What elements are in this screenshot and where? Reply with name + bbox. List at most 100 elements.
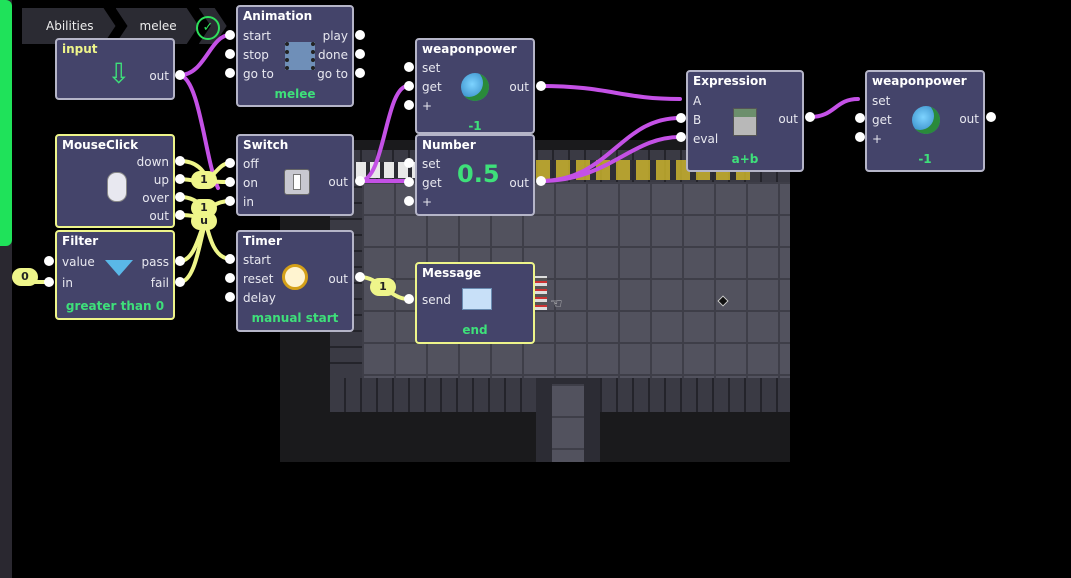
wire-weaponpower-a — [538, 84, 682, 101]
port-filter-fail[interactable] — [175, 277, 185, 287]
port-label-off: off — [243, 157, 259, 171]
port-label-plus: + — [872, 132, 883, 146]
node-title: weaponpower — [422, 42, 517, 56]
port-timer-delay[interactable] — [225, 292, 235, 302]
animation-node[interactable]: Animation start stop go to play done go … — [236, 5, 354, 107]
film-strip-icon — [285, 42, 315, 70]
node-title: Timer — [243, 234, 282, 248]
port-animation-goto-out[interactable] — [355, 68, 365, 78]
filter-value-badge[interactable]: 0 — [12, 268, 38, 286]
port-timer-reset[interactable] — [225, 273, 235, 283]
timer-node[interactable]: Timer start reset delay out manual start — [236, 230, 354, 332]
node-footer: end — [462, 323, 488, 337]
wire-expression-set — [808, 97, 860, 119]
port-animation-done[interactable] — [355, 49, 365, 59]
port-filter-value[interactable] — [44, 256, 54, 266]
filter-node[interactable]: Filter value in pass fail greater than 0 — [55, 230, 175, 320]
port-number-get[interactable] — [404, 177, 414, 187]
number-node[interactable]: Number set get + out 0.5 — [415, 134, 535, 216]
alarm-clock-icon — [282, 264, 308, 290]
port-timer-out[interactable] — [355, 272, 365, 282]
toggle-switch-icon — [284, 169, 310, 195]
port-timer-start[interactable] — [225, 254, 235, 264]
port-label-goto-out: go to — [317, 67, 348, 81]
port-filter-in[interactable] — [44, 277, 54, 287]
port-filter-pass[interactable] — [175, 256, 185, 266]
port-label-start: start — [243, 29, 271, 43]
switch-node[interactable]: Switch off on in out — [236, 134, 354, 216]
port-mouseclick-down[interactable] — [175, 156, 185, 166]
port-expression-eval[interactable] — [676, 132, 686, 142]
port-label-play: play — [322, 29, 348, 43]
port-label-reset: reset — [243, 272, 274, 286]
scroll-indicator[interactable] — [0, 0, 12, 246]
message-node[interactable]: Message send end — [415, 262, 535, 344]
port-animation-stop[interactable] — [225, 49, 235, 59]
port-label-delay: delay — [243, 291, 276, 305]
corridor-floor — [552, 384, 584, 462]
port-animation-start[interactable] — [225, 30, 235, 40]
port-label-out: out — [149, 69, 169, 83]
port-label-out: out — [959, 112, 979, 126]
port-label-out: out — [509, 176, 529, 190]
port-label-fail: fail — [150, 276, 169, 290]
port-animation-play[interactable] — [355, 30, 365, 40]
port-animation-goto[interactable] — [225, 68, 235, 78]
port-weaponpower2-out[interactable] — [986, 112, 996, 122]
junction-badge-3[interactable]: u — [191, 212, 217, 230]
node-title: Message — [422, 266, 482, 280]
node-footer: manual start — [251, 311, 339, 325]
port-label-out: out — [778, 112, 798, 126]
node-footer: melee — [274, 87, 316, 101]
port-label-out: out — [328, 175, 348, 189]
globe-icon — [912, 106, 940, 134]
node-title: MouseClick — [62, 138, 139, 152]
port-mouseclick-out[interactable] — [175, 210, 185, 220]
weaponpower-node-1[interactable]: weaponpower set get + out -1 — [415, 38, 535, 134]
port-mouseclick-up[interactable] — [175, 174, 185, 184]
port-weaponpower2-plus[interactable] — [855, 132, 865, 142]
arrow-down-icon: ⇩ — [107, 57, 131, 90]
node-footer: -1 — [918, 152, 932, 166]
input-node[interactable]: input ⇩ out — [55, 38, 175, 100]
port-weaponpower1-get[interactable] — [404, 81, 414, 91]
hand-cursor-icon: ☜ — [550, 296, 563, 312]
port-number-out[interactable] — [536, 176, 546, 186]
port-label-out: out — [509, 80, 529, 94]
node-title: Filter — [62, 234, 99, 248]
port-switch-on[interactable] — [225, 177, 235, 187]
confirm-check-icon[interactable]: ✓ — [196, 16, 220, 40]
port-label-pass: pass — [141, 255, 169, 269]
port-label-out: out — [328, 272, 348, 286]
wire-fail — [178, 222, 207, 284]
port-expression-out[interactable] — [805, 112, 815, 122]
port-weaponpower1-out[interactable] — [536, 81, 546, 91]
port-label-in: in — [62, 276, 73, 290]
envelope-icon — [462, 288, 492, 310]
port-weaponpower1-set[interactable] — [404, 62, 414, 72]
weaponpower-node-2[interactable]: weaponpower set get + out -1 — [865, 70, 985, 172]
port-weaponpower1-plus[interactable] — [404, 100, 414, 110]
port-switch-in[interactable] — [225, 196, 235, 206]
port-message-send[interactable] — [404, 294, 414, 304]
node-title: Expression — [693, 74, 767, 88]
port-input-out[interactable] — [175, 70, 185, 80]
port-label-plus: + — [422, 195, 433, 209]
port-label-a: A — [693, 94, 702, 108]
timer-out-badge[interactable]: 1 — [370, 278, 396, 296]
node-title: Switch — [243, 138, 289, 152]
mouseclick-node[interactable]: MouseClick down up over out — [55, 134, 175, 228]
port-label-out: out — [149, 209, 169, 223]
port-number-set[interactable] — [404, 158, 414, 168]
port-mouseclick-over[interactable] — [175, 192, 185, 202]
node-footer: -1 — [468, 119, 482, 133]
port-expression-b[interactable] — [676, 113, 686, 123]
port-number-plus[interactable] — [404, 196, 414, 206]
junction-badge-1[interactable]: 1 — [191, 171, 217, 189]
port-switch-off[interactable] — [225, 158, 235, 168]
port-switch-out[interactable] — [355, 176, 365, 186]
number-value[interactable]: 0.5 — [457, 160, 500, 188]
expression-node[interactable]: Expression A B eval out a+b — [686, 70, 804, 172]
port-label-set: set — [422, 157, 441, 171]
port-weaponpower2-get[interactable] — [855, 113, 865, 123]
